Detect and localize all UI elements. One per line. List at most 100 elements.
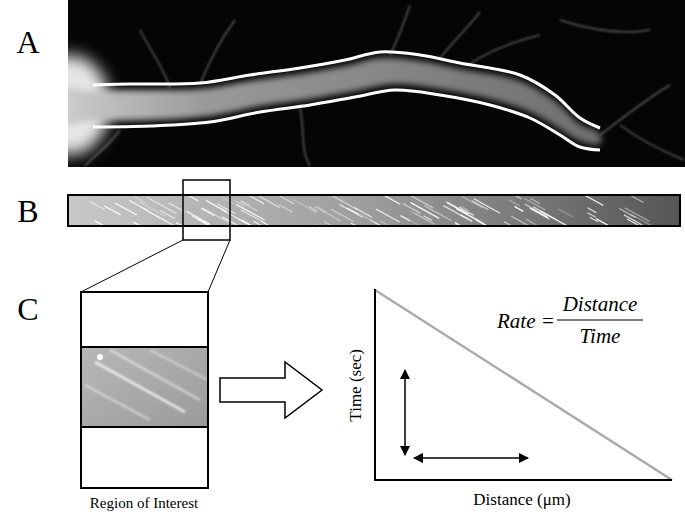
kymograph-streak: [424, 206, 451, 221]
kymograph-streak: [261, 221, 286, 225]
kymograph-streak: [279, 205, 292, 212]
kymograph-streak: [540, 211, 568, 225]
kymograph-streak: [558, 209, 573, 217]
kymograph-streak: [370, 220, 396, 225]
kymograph-streak: [259, 196, 280, 207]
roi-streak: [85, 385, 150, 420]
kymograph-streak: [160, 210, 175, 218]
panel-letter: B: [17, 194, 38, 229]
roi-band: [81, 347, 208, 427]
kymograph-streak: [201, 208, 214, 215]
roi-streak: [95, 362, 185, 412]
kymograph-streak: [202, 208, 230, 224]
kymograph-streak: [380, 196, 400, 204]
kymograph-streak: [248, 196, 264, 204]
axis-label: Distance (μm): [473, 491, 570, 510]
rate-line: [375, 290, 672, 480]
kymograph-streak: [115, 203, 137, 215]
branch: [390, 5, 410, 55]
kymograph-streak: [217, 204, 236, 214]
formula-text: Rate =: [497, 310, 555, 333]
roi-frame: [81, 292, 208, 488]
kymograph-streak: [459, 207, 474, 215]
kymograph-streak: [146, 210, 175, 225]
kymograph-streak: [627, 219, 651, 225]
branch: [300, 108, 310, 166]
kymograph-streak: [293, 199, 317, 212]
branch: [200, 20, 235, 84]
kymograph-streak: [235, 201, 245, 207]
trace-outline: [93, 90, 600, 150]
kymograph-streak: [626, 196, 643, 203]
distance-arrow: [414, 457, 528, 459]
kymograph-streak: [317, 207, 327, 212]
panel-letter: A: [16, 25, 39, 60]
kymograph-streak: [351, 223, 360, 225]
zoom-leader: [208, 240, 230, 292]
kymograph-streak: [445, 201, 456, 207]
roi-spot: [97, 354, 103, 360]
kymograph-streak: [619, 209, 636, 218]
kymograph-streak: [94, 221, 111, 225]
kymograph-streak: [531, 198, 540, 203]
branch: [600, 85, 670, 135]
kymograph-streak: [187, 211, 210, 224]
kymograph-streak: [596, 219, 612, 225]
kymograph-streak: [104, 206, 121, 215]
branch: [440, 12, 480, 58]
kymograph-streak: [240, 202, 257, 211]
kymograph-frame: [68, 195, 680, 226]
branch: [470, 35, 540, 64]
roi-divider: [81, 426, 208, 428]
micrograph: [68, 0, 685, 167]
formula-text: Time: [580, 325, 621, 348]
kymograph-streak: [139, 202, 166, 217]
roi-divider: [81, 346, 208, 348]
kymograph-streak: [525, 204, 548, 216]
kymograph-streak: [588, 208, 597, 213]
x-axis: [374, 479, 672, 481]
branch: [560, 20, 650, 32]
kymograph-streak: [206, 223, 232, 225]
kymograph-streak: [133, 222, 149, 225]
axis-label: Time (sec): [347, 349, 366, 422]
kymograph-streak: [469, 215, 483, 223]
kymograph-streak: [192, 216, 218, 225]
kymograph-streak: [526, 219, 539, 225]
kymograph-streak: [504, 222, 520, 225]
kymograph-ground: [68, 195, 680, 226]
kymograph-streak: [511, 216, 534, 225]
branch: [620, 125, 684, 160]
kymograph-streak: [514, 206, 523, 211]
kymograph-streak: [89, 201, 104, 209]
hollow-arrow: [220, 362, 322, 418]
kymograph-streak: [460, 206, 468, 211]
kymograph-streak: [354, 207, 372, 217]
kymograph-streak: [273, 196, 294, 204]
kymograph-streak: [376, 209, 399, 222]
kymograph-streak: [474, 199, 500, 213]
kymograph-streak: [411, 221, 426, 225]
fraction-bar: [557, 319, 643, 320]
kymograph-streak: [511, 196, 522, 199]
kymograph-streak: [531, 208, 548, 217]
kymograph-streak: [455, 224, 472, 225]
kymograph-streak: [410, 196, 433, 208]
kymograph-streak: [315, 207, 341, 221]
kymograph-streak: [185, 196, 199, 201]
kymograph-streak: [241, 220, 265, 225]
kymograph-streak: [329, 196, 357, 209]
kymograph-streak: [588, 213, 596, 218]
kymograph-streak: [584, 196, 603, 205]
branch: [140, 30, 170, 88]
time-arrow: [404, 370, 406, 455]
zoom-box: [183, 180, 230, 240]
kymograph-streak: [630, 214, 653, 225]
kymograph-streak: [400, 216, 410, 221]
kymograph-streak: [314, 224, 331, 225]
zoom-leader: [81, 240, 183, 292]
kymograph-streak: [206, 200, 227, 211]
kymograph-streak: [324, 222, 350, 225]
kymograph-streak: [411, 211, 434, 223]
kymograph-streak: [380, 221, 403, 225]
